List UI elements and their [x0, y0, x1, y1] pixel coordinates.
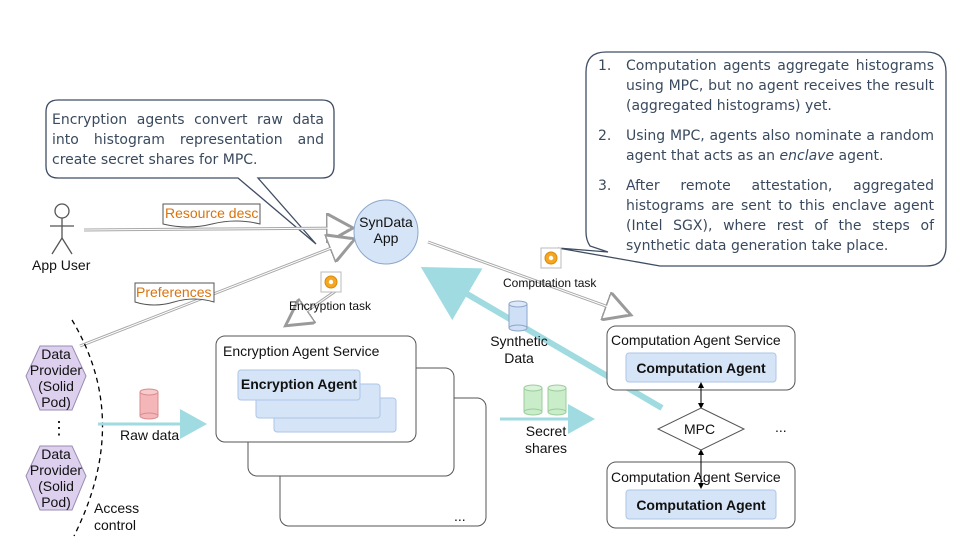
encryption-agent-label: Encryption Agent	[240, 376, 358, 392]
raw-data-database-icon	[139, 388, 159, 420]
encryption-task-label: Encryption task	[289, 299, 372, 313]
callout-right-item: 2. Using MPC, agents also nominate a ran…	[598, 128, 934, 164]
computation-agent-bottom-label: Computation Agent	[636, 497, 766, 513]
syndata-app-node[interactable]	[353, 199, 419, 265]
encryption-service-title: Encryption Agent Service	[223, 343, 380, 359]
user-icon	[50, 203, 74, 255]
resource-desc-doc	[162, 203, 261, 228]
encryption-agent-box[interactable]	[237, 369, 361, 401]
synthetic-data-label: Synthetic Data	[490, 333, 548, 366]
syndata-app-label: SynData App	[359, 214, 413, 246]
computation-task-gear-icon	[540, 247, 562, 269]
secret-shares-database-icon	[523, 384, 567, 416]
callout-left-text: Encryption agents convert raw data into …	[52, 112, 324, 168]
callout-right-item: 3. After remote attestation, aggregated …	[598, 178, 934, 254]
callout-right-text: 1. Computation agents aggregate histogra…	[598, 56, 934, 266]
synthetic-data-database-icon	[508, 300, 528, 332]
preferences-doc	[134, 282, 215, 306]
computation-task-label: Computation task	[503, 276, 597, 290]
encryption-stack-ellipsis: ...	[454, 508, 466, 524]
computation-agent-bottom-box[interactable]	[625, 489, 777, 520]
callout-right-bubble	[557, 51, 947, 267]
data-provider-hexagon-top[interactable]	[25, 345, 87, 411]
mpc-diamond[interactable]	[656, 407, 746, 451]
resource-desc-label: Resource desc	[165, 205, 259, 221]
data-provider-bottom-label: Data Provider (Solid Pod)	[29, 446, 83, 510]
mpc-ellipsis: ...	[775, 419, 787, 435]
providers-ellipsis: ⋮	[50, 418, 68, 438]
data-provider-hexagon-bottom[interactable]	[25, 445, 87, 511]
mpc-label: MPC	[684, 421, 716, 437]
computation-agent-top-label: Computation Agent	[636, 360, 766, 376]
computation-service-top-title: Computation Agent Service	[611, 332, 781, 348]
computation-service-bottom-title: Computation Agent Service	[611, 469, 781, 485]
encryption-task-gear-icon	[320, 271, 342, 293]
callout-right-item: 1. Computation agents aggregate histogra…	[598, 58, 934, 114]
secret-shares-label: Secret shares	[524, 423, 568, 456]
data-provider-top-label: Data Provider (Solid Pod)	[29, 346, 83, 410]
preferences-label: Preferences	[136, 284, 212, 300]
raw-data-label: Raw data	[120, 427, 180, 443]
callout-left-bubble	[45, 99, 335, 245]
access-control-label: Access control	[94, 500, 140, 533]
app-user-label: App User	[32, 257, 91, 273]
